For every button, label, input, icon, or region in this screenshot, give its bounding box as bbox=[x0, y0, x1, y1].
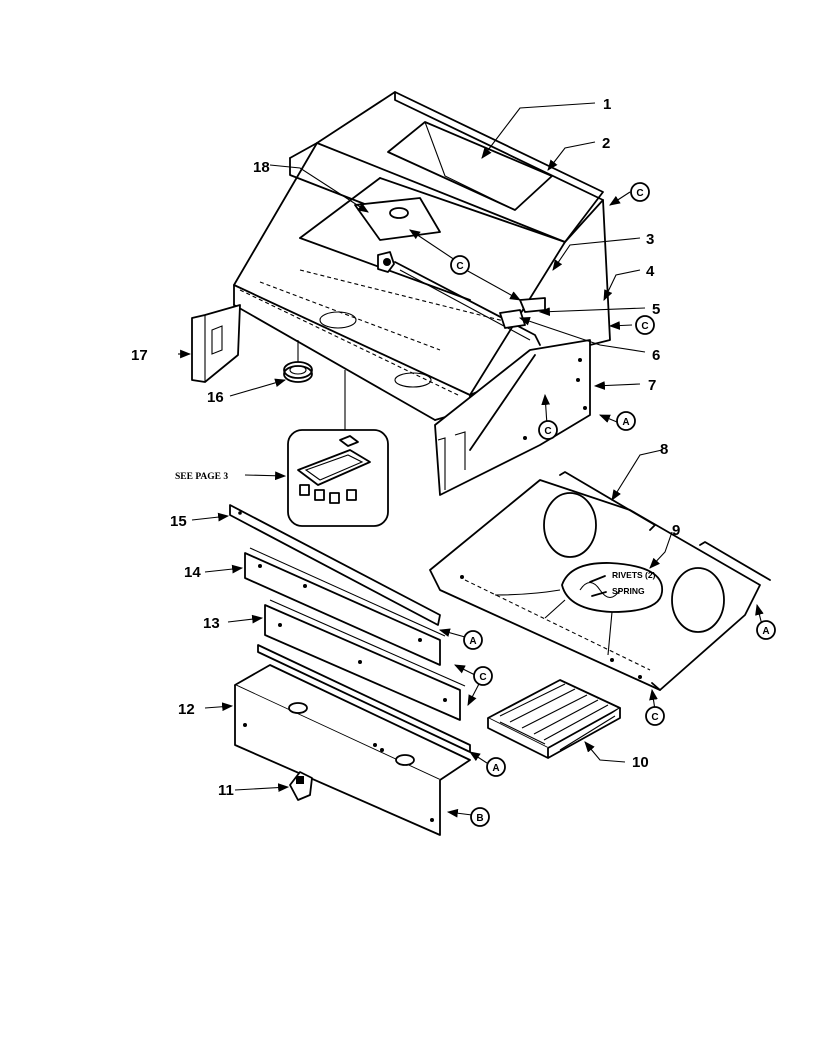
label-part-14: 14 bbox=[184, 564, 201, 581]
part-15-top-strip bbox=[229, 504, 441, 626]
callout-c: C bbox=[456, 261, 463, 272]
label-part-16: 16 bbox=[207, 389, 224, 406]
label-part-1: 1 bbox=[603, 96, 611, 113]
label-part-17: 17 bbox=[131, 347, 148, 364]
callout-c: C bbox=[636, 188, 643, 199]
part-9-rivets-spring-inset bbox=[494, 562, 663, 656]
callout-c: C bbox=[651, 712, 658, 723]
label-part-12: 12 bbox=[178, 701, 195, 718]
spring-note: SPRING bbox=[612, 586, 645, 596]
label-part-4: 4 bbox=[646, 263, 655, 280]
label-part-6: 6 bbox=[652, 347, 660, 364]
callout-b: B bbox=[476, 813, 483, 824]
callout-c: C bbox=[641, 321, 648, 332]
callout-c: C bbox=[544, 426, 551, 437]
label-part-18: 18 bbox=[253, 159, 270, 176]
rivets-note: RIVETS (2) bbox=[612, 570, 656, 580]
label-part-3: 3 bbox=[646, 231, 654, 248]
label-part-9: 9 bbox=[672, 522, 680, 539]
part-13-channel bbox=[257, 599, 471, 753]
callout-a: A bbox=[622, 417, 629, 428]
part-7-right-side-panel bbox=[434, 339, 591, 496]
callout-a: A bbox=[762, 626, 769, 637]
part-labels: 1 2 3 4 5 6 7 8 9 10 11 12 13 14 15 16 1… bbox=[131, 96, 680, 799]
see-page-inset bbox=[287, 370, 389, 527]
label-part-2: 2 bbox=[602, 135, 610, 152]
label-part-13: 13 bbox=[203, 615, 220, 632]
label-part-10: 10 bbox=[632, 754, 649, 771]
label-part-7: 7 bbox=[648, 377, 656, 394]
callout-c: C bbox=[479, 672, 486, 683]
part-11-knob bbox=[289, 771, 313, 801]
label-part-11: 11 bbox=[218, 782, 234, 799]
label-part-8: 8 bbox=[660, 441, 668, 458]
part-12-front-panel bbox=[234, 664, 471, 836]
connector-callouts: C C C C A A C A C A B bbox=[450, 182, 776, 827]
leader-lines bbox=[178, 102, 764, 818]
label-part-15: 15 bbox=[170, 513, 187, 530]
part-17-left-bracket bbox=[191, 304, 241, 383]
see-page-note: SEE PAGE 3 bbox=[175, 472, 228, 482]
label-part-5: 5 bbox=[652, 301, 660, 318]
callout-a: A bbox=[469, 636, 476, 647]
callout-a: A bbox=[492, 763, 499, 774]
part-16-ring bbox=[283, 340, 313, 383]
part-10-filter bbox=[487, 679, 621, 759]
part-14-channel bbox=[244, 547, 446, 666]
